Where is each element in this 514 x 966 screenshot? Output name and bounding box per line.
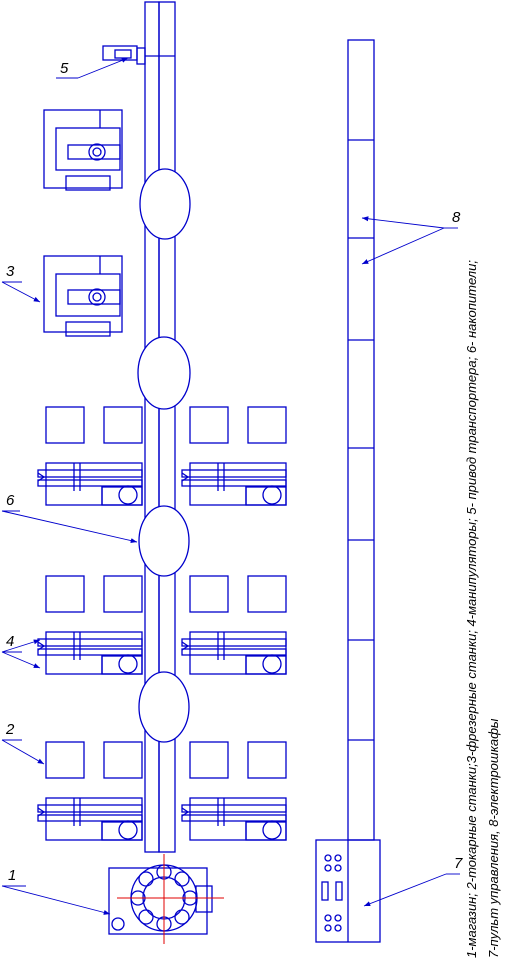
label-5: 5 [60,60,69,77]
label-1: 1 [8,867,16,884]
magazine [108,854,224,944]
electrical-cabinets [347,39,375,841]
label-4: 4 [6,633,14,650]
label-2: 2 [5,721,15,738]
milling-machine-2 [43,255,123,337]
lathe-row-3 [37,741,287,841]
label-3: 3 [6,263,15,280]
control-console [315,839,381,943]
storage-buffers [137,168,191,743]
conveyor [144,1,176,853]
label-7: 7 [454,855,463,872]
label-8: 8 [452,209,461,226]
caption-line-1: 1-магазин; 2-токарные станки;3-фрезерные… [464,260,479,958]
conveyor-drive [102,45,175,65]
label-6: 6 [6,492,15,509]
milling-machine-1 [43,109,123,191]
leader-lines [1,57,460,915]
lathe-row-2 [37,575,287,675]
caption-line-2: 7-пульт управления, 8-электрошкафы [486,718,501,958]
lathe-row-1 [37,406,287,506]
